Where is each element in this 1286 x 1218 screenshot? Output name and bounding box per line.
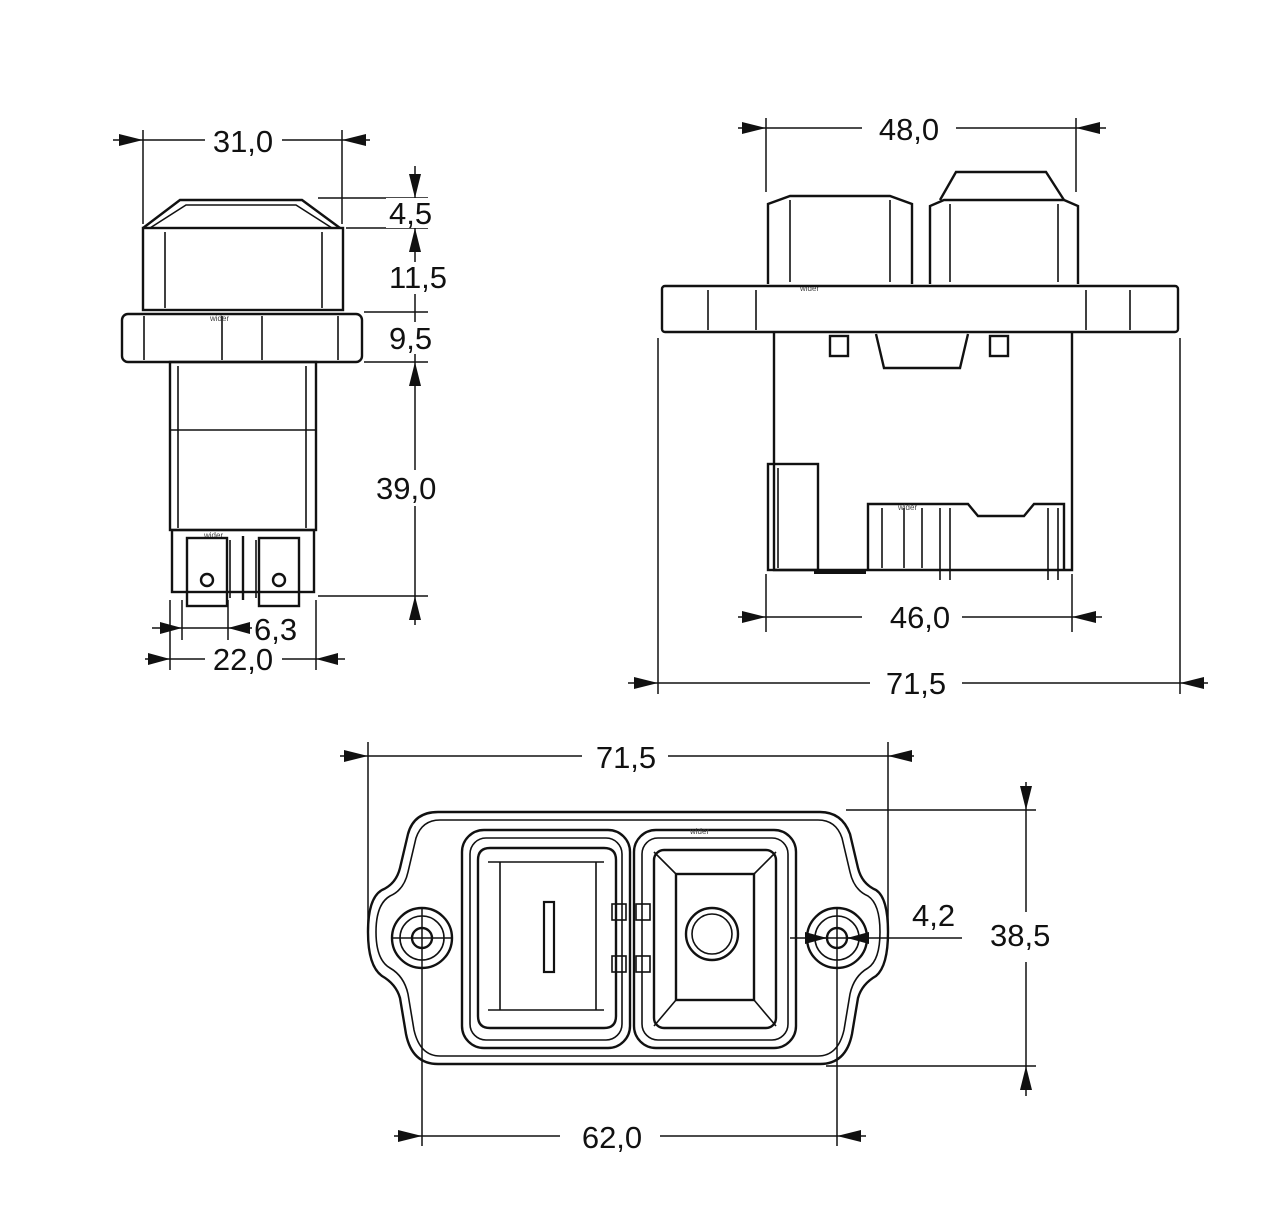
side-cap-bevel	[149, 204, 333, 229]
dim-side-h4: 39,0	[376, 471, 436, 506]
plan-button-right-bevel-1	[653, 851, 677, 875]
dim-front-body: 46,0	[890, 600, 950, 635]
side-brand: wider	[209, 314, 229, 323]
dim-side-h2: 11,5	[389, 260, 447, 295]
plan-off-symbol	[684, 906, 740, 962]
plan-button-right-bevel-4	[753, 999, 777, 1027]
plan-off-symbol-inner	[691, 913, 733, 955]
plan-view: wider	[366, 810, 890, 1066]
front-side-block	[766, 462, 820, 572]
plan-button-right-bevel-2	[753, 851, 777, 875]
dim-side-h1: 4,5	[389, 196, 432, 231]
side-terminal-hole-left	[199, 572, 215, 588]
dim-side-width: 31,0	[213, 124, 273, 159]
front-brand-2: wider	[897, 503, 917, 512]
plan-plate-outer	[366, 810, 890, 1066]
front-brand: wider	[799, 284, 819, 293]
plan-button-right-ring	[641, 837, 789, 1041]
dim-plan-height: 38,5	[990, 918, 1050, 953]
plan-button-right-inner	[674, 872, 756, 1002]
side-cap-top	[142, 198, 341, 229]
side-cap-body	[141, 226, 345, 312]
plan-link-upper-right	[635, 903, 651, 921]
front-dimensions: 48,0 46,0 71,5	[628, 112, 1208, 701]
plan-link-upper-left	[611, 903, 627, 921]
side-terminal-hole-right	[271, 572, 287, 588]
side-body	[168, 360, 318, 532]
side-terminal-left	[185, 536, 229, 608]
front-button-right	[928, 198, 1080, 284]
plan-button-left-face	[476, 846, 618, 1030]
plan-link-lower-right	[635, 955, 651, 973]
plan-button-left	[460, 828, 632, 1050]
dim-side-base: 22,0	[213, 642, 273, 677]
plan-button-left-ring	[469, 837, 623, 1041]
plan-link-lower-left	[611, 955, 627, 973]
front-body	[772, 332, 1074, 572]
dim-plan-pitch: 62,0	[582, 1120, 642, 1155]
dim-front-top: 48,0	[879, 112, 939, 147]
dim-side-pin: 6,3	[254, 612, 297, 647]
dim-plan-hole: 4,2	[912, 898, 955, 933]
dim-plan-total: 71,5	[596, 740, 656, 775]
front-button-right-cap	[938, 170, 1066, 201]
side-flange	[120, 312, 364, 364]
front-terminal-block	[866, 502, 1066, 570]
plan-on-symbol	[542, 900, 556, 974]
plan-dimensions: 71,5 4,2 38,5 62,0	[340, 740, 1050, 1155]
front-flange	[660, 284, 1180, 334]
front-clip-left	[828, 334, 850, 358]
front-button-left	[766, 194, 914, 284]
side-view: wider wider	[120, 198, 364, 608]
plan-button-right	[632, 828, 798, 1050]
plan-button-right-bevel-3	[653, 999, 677, 1027]
side-terminal-right	[257, 536, 301, 608]
front-clip-right	[988, 334, 1010, 358]
plan-brand: wider	[689, 827, 709, 836]
plan-plate-inner	[375, 819, 881, 1057]
dim-front-total: 71,5	[886, 666, 946, 701]
front-latch	[874, 333, 970, 370]
dim-side-h3: 9,5	[389, 321, 432, 356]
front-view: wider wider	[660, 170, 1180, 580]
plan-button-right-face	[652, 848, 778, 1030]
side-brand-2: wider	[203, 531, 223, 540]
side-dimensions: 31,0 4,5 11,5 9,5 39,0 6,3	[113, 124, 454, 677]
